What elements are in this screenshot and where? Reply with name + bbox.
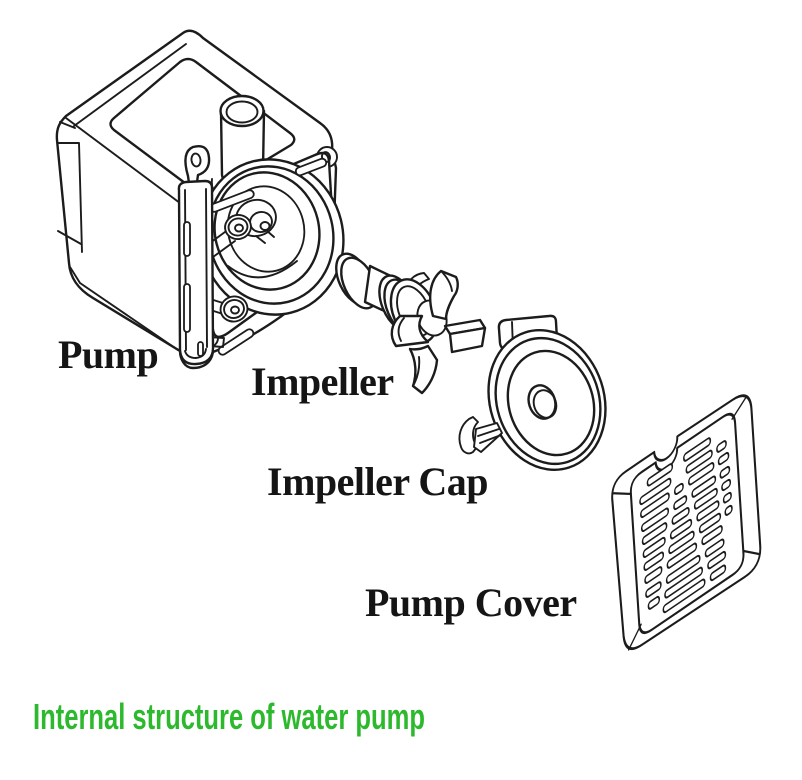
impeller-cap-drawing: [458, 314, 607, 471]
bracket-slot-1: [183, 221, 191, 257]
impeller-drawing: [335, 252, 487, 395]
bracket-hook: [184, 144, 211, 185]
cover-bevel-edges: [612, 395, 761, 651]
boss-bottom-face: [223, 298, 245, 320]
impeller-blade-top-edge: [440, 270, 453, 292]
outlet-tube-bore: [225, 100, 259, 124]
bracket-hook-hole: [190, 152, 202, 168]
impeller-blade-left-edge: [397, 317, 405, 342]
shaft-socket: [259, 221, 271, 231]
bracket-slot-3: [197, 341, 204, 357]
pump-cover-drawing: [611, 394, 762, 651]
cap-side-clip-ridges: [477, 428, 502, 444]
label-pump-cover: Pump Cover: [365, 580, 577, 625]
pump-front-edge: [65, 117, 197, 216]
cap-side-clip: [473, 422, 503, 453]
flange-slot-topright: [294, 157, 328, 177]
cover-grille-slots: [639, 437, 733, 614]
cap-center-hole-depth: [532, 389, 558, 419]
pump-top-panel: [109, 57, 296, 197]
bracket-slot-2: [183, 283, 191, 333]
label-pump: Pump: [58, 332, 159, 377]
chamber-bore-wall: [226, 185, 306, 273]
boss-top-face: [227, 217, 249, 237]
boss-top-hole: [234, 223, 244, 233]
label-impeller-cap: Impeller Cap: [267, 459, 489, 504]
impeller-blade-bottom: [408, 344, 439, 395]
impeller-blade-bottom-edge: [412, 356, 421, 387]
chamber-seam: [227, 260, 298, 279]
label-impeller: Impeller: [251, 359, 394, 404]
impeller-blade-right-front: [448, 326, 487, 354]
hub-stub-lines: [255, 229, 275, 244]
diagram-caption: Internal structure of water pump: [33, 696, 425, 737]
flange-slot-bottom: [217, 328, 255, 356]
pump-chamfer-lines: [57, 43, 187, 351]
boss-bottom-hole: [230, 305, 240, 315]
pump-body-drawing: [55, 29, 345, 370]
impeller-blade-top: [429, 269, 459, 321]
